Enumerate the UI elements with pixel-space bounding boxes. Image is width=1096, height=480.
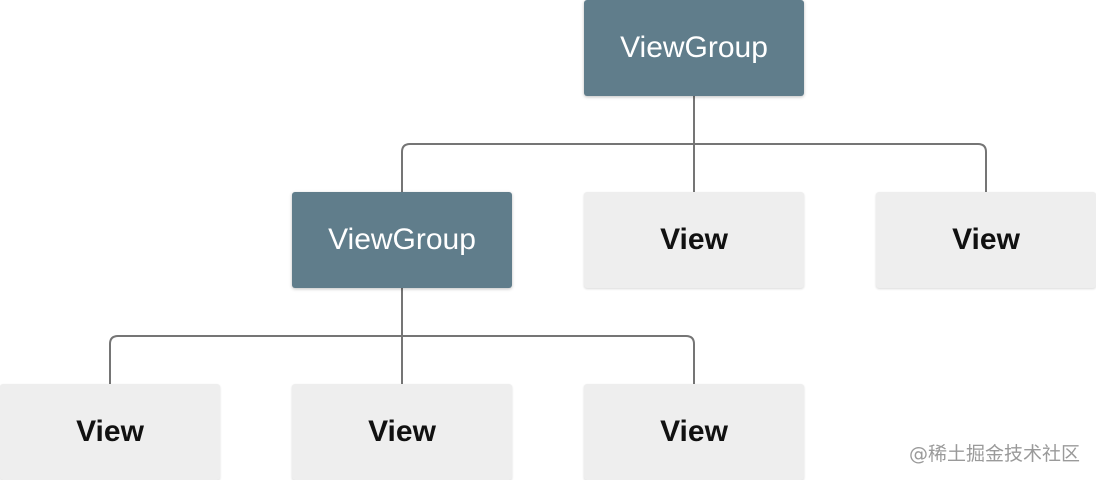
level2-view-node-1: View (0, 384, 220, 480)
watermark-text: @稀土掘金技术社区 (908, 443, 1080, 465)
level2-view-node-3: View (584, 384, 804, 480)
level1-view-label-1: View (660, 223, 728, 256)
child-viewgroup-label: ViewGroup (328, 223, 476, 256)
level2-view-node-2: View (292, 384, 512, 480)
level2-view-label-1: View (76, 415, 144, 448)
level1-view-node-2: View (876, 192, 1096, 288)
root-viewgroup-label: ViewGroup (620, 31, 768, 64)
level1-view-node-1: View (584, 192, 804, 288)
root-viewgroup-node: ViewGroup (584, 0, 804, 96)
level1-view-label-2: View (952, 223, 1020, 256)
level2-view-label-2: View (368, 415, 436, 448)
child-viewgroup-node: ViewGroup (292, 192, 512, 288)
level2-view-label-3: View (660, 415, 728, 448)
